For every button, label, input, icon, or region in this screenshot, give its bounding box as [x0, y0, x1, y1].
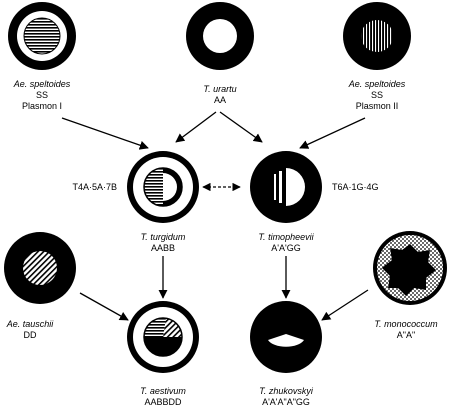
arrow-speltoides1-to-turgidum: [61, 117, 149, 150]
node-ae-speltoides-plasmon-1: Ae. speltoides SS Plasmon I: [8, 2, 76, 111]
node-t-urartu: T. urartu AA: [186, 2, 254, 105]
node-extra-label: Plasmon I: [22, 101, 62, 111]
arrow-urartu-to-turgidum: [175, 111, 217, 143]
node-t-zhukovskyi: T. zhukovskyi A'A'A"A"GG: [250, 301, 322, 407]
node-core-outline: [143, 167, 183, 207]
node-core-white-bar: [279, 171, 282, 203]
node-genome-label: A"A": [397, 330, 415, 340]
node-core-striped-sector: [143, 317, 166, 337]
node-core-white-bar: [274, 174, 276, 200]
node-core-vertical-stripes: [361, 20, 393, 52]
node-t-aestivum: T. aestivum AABBDD: [127, 301, 199, 407]
node-core-white-half: [286, 168, 305, 206]
node-t-timopheevii: T6A·1G·4G T. timopheevii A'A'GG: [250, 151, 379, 253]
node-species-label: Ae. tauschii: [6, 319, 55, 329]
node-side-label: T4A·5A·7B: [72, 182, 117, 192]
node-side-label: T6A·1G·4G: [332, 182, 379, 192]
node-genome-label: SS: [371, 90, 383, 100]
node-ae-tauschii: Ae. tauschii DD: [4, 232, 76, 340]
node-core-black-sector: [144, 337, 182, 356]
node-t-monococcum: T. monococcum A"A": [373, 231, 447, 340]
arrow-tauschii-to-aestivum: [79, 292, 129, 321]
node-species-label: Ae. speltoides: [348, 79, 406, 89]
node-white-core: [203, 19, 237, 53]
node-core-outline: [143, 317, 183, 357]
node-genome-label: AABB: [151, 243, 175, 253]
node-species-label: T. monococcum: [374, 319, 438, 329]
arrows-layer: [61, 111, 369, 321]
node-genome-label: DD: [24, 330, 37, 340]
node-core-hatched: [23, 251, 57, 285]
node-species-label: T. zhukovskyi: [259, 386, 314, 396]
node-species-label: T. urartu: [203, 84, 236, 94]
node-genome-label: A'A'A"A"GG: [262, 397, 310, 407]
node-genome-label: AA: [214, 95, 226, 105]
node-core-right-black-arc: [163, 168, 182, 206]
node-core-striped: [23, 17, 61, 55]
node-species-label: T. timopheevii: [258, 232, 314, 242]
node-t-turgidum: T4A·5A·7B T. turgidum AABB: [72, 151, 199, 253]
node-genome-label: AABBDD: [144, 397, 182, 407]
node-ae-speltoides-plasmon-2: Ae. speltoides SS Plasmon II: [343, 2, 411, 111]
node-species-label: T. turgidum: [141, 232, 186, 242]
node-species-label: T. aestivum: [140, 386, 186, 396]
node-core-left-striped-half: [144, 168, 163, 206]
arrow-monococcum-to-zhukovskyi: [321, 289, 369, 321]
arrow-urartu-to-timopheevii: [219, 111, 263, 143]
node-species-label: Ae. speltoides: [13, 79, 71, 89]
node-core-white-wedge: [268, 334, 304, 347]
node-genome-label: SS: [36, 90, 48, 100]
node-extra-label: Plasmon II: [356, 101, 399, 111]
arrow-speltoides2-to-timopheevii: [299, 117, 366, 149]
node-genome-label: A'A'GG: [271, 243, 300, 253]
node-core-hatched-sector: [163, 318, 183, 337]
node-core-black-star: [382, 244, 436, 296]
